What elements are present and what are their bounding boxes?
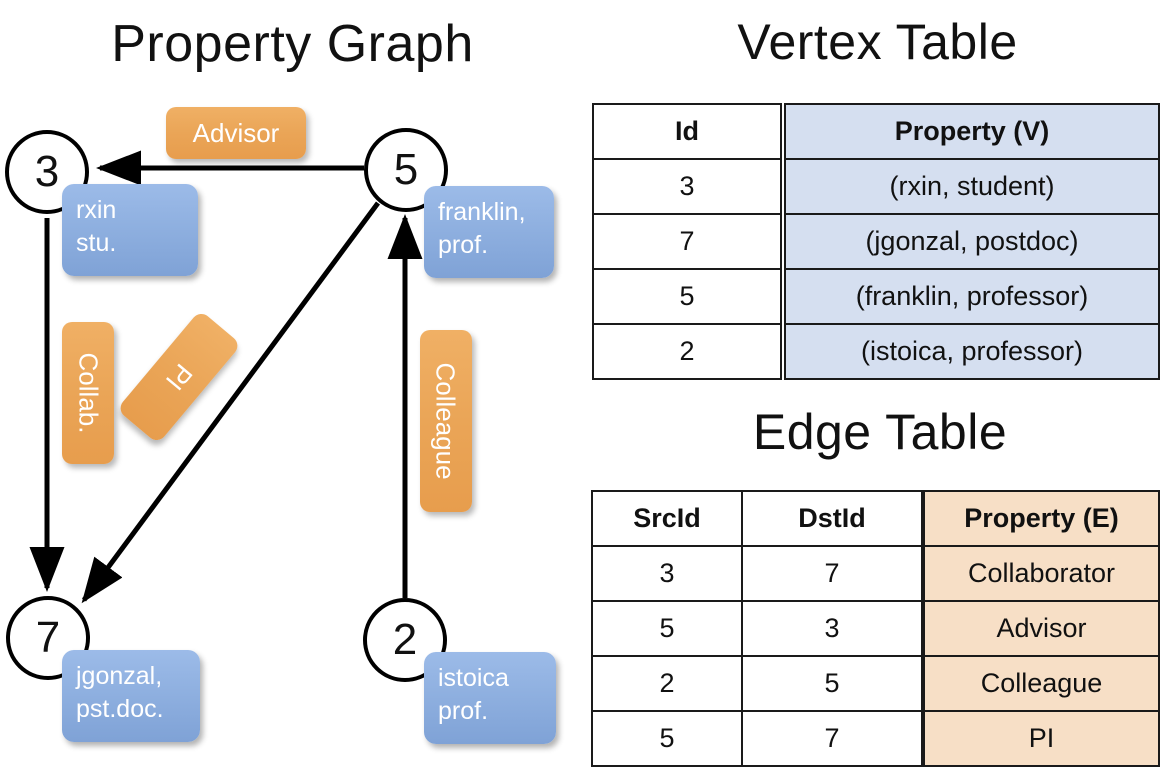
vertex-table-cell-property: (jgonzal, postdoc) xyxy=(784,213,1160,270)
edge-table-cell-srcid: 5 xyxy=(591,600,743,657)
graph-edge-arrows xyxy=(29,150,423,604)
edge-table-header-dstid: DstId xyxy=(741,490,923,547)
page-title-edge-table: Edge Table xyxy=(752,404,1008,460)
vertex-property-line-1: istoica xyxy=(438,664,509,692)
table-row[interactable]: (rxin, student) xyxy=(784,158,1160,215)
table-header-row: Property (V) xyxy=(784,103,1160,160)
edge-table-id-columns: SrcId DstId 3 7 5 3 2 5 5 7 xyxy=(591,490,923,767)
edge-table-cell-dstid: 7 xyxy=(741,710,923,767)
page-title-property-graph: Property Graph xyxy=(111,15,474,73)
table-header-row: Id xyxy=(592,103,782,160)
property-graph-diagram: 3 5 7 2 rxin stu. franklin, prof. jgonza… xyxy=(0,0,585,760)
vertex-property-line-2: pst.doc. xyxy=(76,695,164,723)
page-title-vertex-table: Vertex Table xyxy=(737,14,1018,70)
table-row[interactable]: 5 xyxy=(592,268,782,325)
edge-table-property-column: Property (E) Collaborator Advisor Collea… xyxy=(923,490,1160,767)
edge-table-cell-srcid: 2 xyxy=(591,655,743,712)
table-row[interactable]: 5 3 xyxy=(591,600,923,657)
table-row[interactable]: 2 5 xyxy=(591,655,923,712)
edge-table-cell-property: Colleague xyxy=(923,655,1160,712)
table-row[interactable]: (jgonzal, postdoc) xyxy=(784,213,1160,270)
vertex-table-property-column: Property (V) (rxin, student) (jgonzal, p… xyxy=(784,103,1160,380)
table-row[interactable]: 7 xyxy=(592,213,782,270)
vertex-table-cell-property: (franklin, professor) xyxy=(784,268,1160,325)
edge-table-cell-property: PI xyxy=(923,710,1160,767)
vertex-property-box-istoica: istoica prof. xyxy=(424,652,556,744)
vertex-property-line-1: franklin, xyxy=(438,198,526,226)
vertex-property-box-jgonzal: jgonzal, pst.doc. xyxy=(62,650,200,742)
table-row[interactable]: Colleague xyxy=(923,655,1160,712)
vertex-table-cell-id: 2 xyxy=(592,323,782,380)
vertex-table-cell-id: 5 xyxy=(592,268,782,325)
vertex-table-cell-property: (rxin, student) xyxy=(784,158,1160,215)
edge-table-cell-property: Collaborator xyxy=(923,545,1160,602)
edge-label-colleague: Colleague xyxy=(420,330,472,512)
edge-label-advisor-text: Advisor xyxy=(192,118,280,148)
table-row[interactable]: (franklin, professor) xyxy=(784,268,1160,325)
vertex-table-cell-property: (istoica, professor) xyxy=(784,323,1160,380)
vertex-table-cell-id: 3 xyxy=(592,158,782,215)
edge-table-cell-srcid: 3 xyxy=(591,545,743,602)
table-row[interactable]: 2 xyxy=(592,323,782,380)
vertex-property-box-franklin: franklin, prof. xyxy=(424,186,554,278)
edge-label-advisor: Advisor xyxy=(166,107,306,159)
edge-arrow-pi xyxy=(81,201,381,604)
edge-table-cell-dstid: 3 xyxy=(741,600,923,657)
table-row[interactable]: (istoica, professor) xyxy=(784,323,1160,380)
table-row[interactable]: 3 7 xyxy=(591,545,923,602)
table-row[interactable]: 5 7 xyxy=(591,710,923,767)
vertex-property-line-1: rxin xyxy=(76,196,117,224)
vertex-property-line-2: prof. xyxy=(438,231,489,259)
edge-table-header-srcid: SrcId xyxy=(591,490,743,547)
edge-label-colleague-text: Colleague xyxy=(431,362,461,480)
edge-label-collab: Collab. xyxy=(62,322,114,464)
edge-table-header-property: Property (E) xyxy=(923,490,1160,547)
vertex-table-cell-id: 7 xyxy=(592,213,782,270)
vertex-table-header-id: Id xyxy=(592,103,782,160)
edge-label-pi-text: PI xyxy=(159,357,199,397)
vertex-property-line-2: stu. xyxy=(76,229,117,257)
vertex-table-header-property: Property (V) xyxy=(784,103,1160,160)
table-row[interactable]: 3 xyxy=(592,158,782,215)
vertex-property-box-rxin: rxin stu. xyxy=(62,184,198,276)
vertex-property-line-2: prof. xyxy=(438,697,489,725)
graph-vertex-5[interactable]: 5 xyxy=(364,128,448,212)
edge-table-cell-srcid: 5 xyxy=(591,710,743,767)
vertex-table-id-column: Id 3 7 5 2 xyxy=(592,103,782,380)
edge-table-cell-dstid: 5 xyxy=(741,655,923,712)
graph-vertex-2[interactable]: 2 xyxy=(363,598,447,682)
table-row[interactable]: Collaborator xyxy=(923,545,1160,602)
table-row[interactable]: PI xyxy=(923,710,1160,767)
edge-table-cell-dstid: 7 xyxy=(741,545,923,602)
table-header-row: SrcId DstId xyxy=(591,490,923,547)
edge-table-cell-property: Advisor xyxy=(923,600,1160,657)
table-row[interactable]: Advisor xyxy=(923,600,1160,657)
edge-label-collab-text: Collab. xyxy=(73,352,103,434)
table-header-row: Property (E) xyxy=(923,490,1160,547)
vertex-property-line-1: jgonzal, xyxy=(76,662,163,690)
